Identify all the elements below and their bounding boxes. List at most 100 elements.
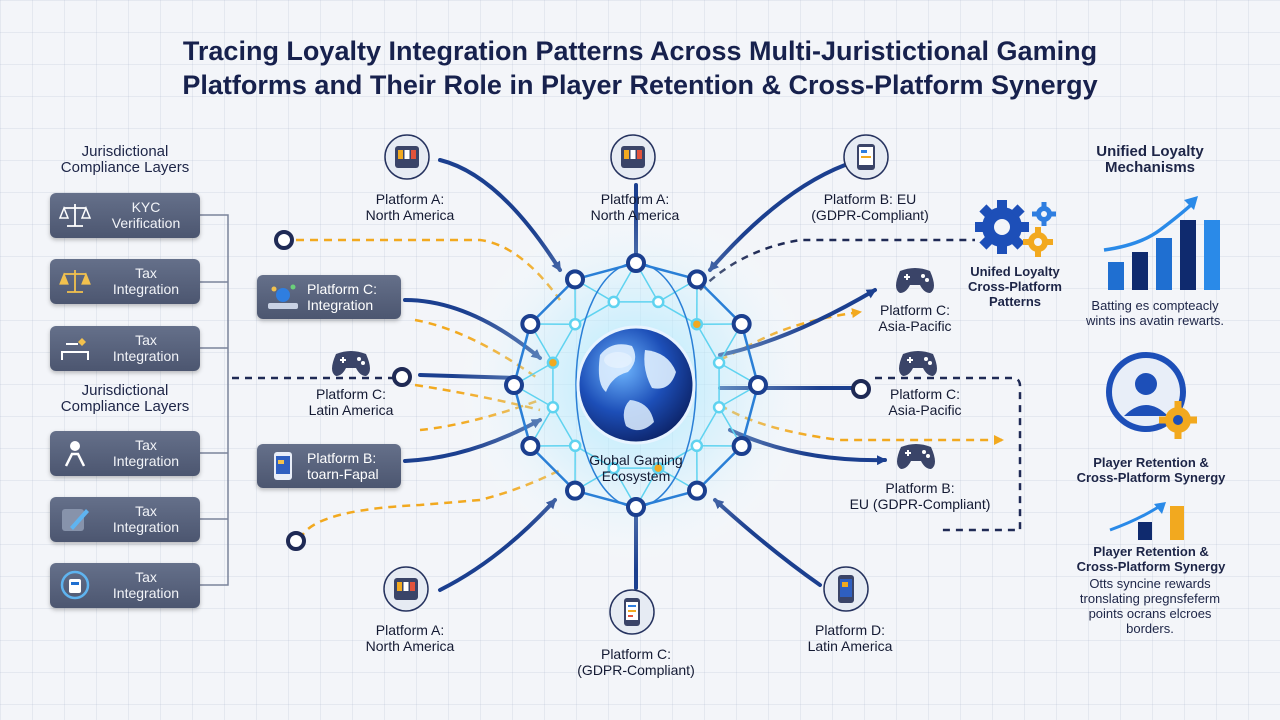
compliance-item-tax-2[interactable]: Tax Integration	[50, 326, 200, 371]
mesh-link	[696, 445, 743, 492]
mesh-node	[687, 269, 707, 290]
mini-chart-icon	[1109, 502, 1184, 540]
platform-d-bottom-right-label: Platform D: Latin America	[807, 622, 893, 654]
endpoint-node	[392, 367, 412, 387]
mesh-link	[740, 384, 760, 447]
gamepad-icon	[892, 261, 938, 301]
mesh-link	[529, 278, 576, 325]
mesh-node-inner	[652, 461, 665, 475]
mesh-network	[504, 253, 768, 517]
retention-label-2: Player Retention & Cross-Platform Synerg…	[1076, 544, 1226, 574]
network-icon	[268, 284, 298, 309]
mesh-node	[731, 436, 752, 456]
compliance-bracket	[200, 214, 229, 586]
platform-b-top-right-label: Platform B: EU (GDPR-Compliant)	[811, 191, 929, 223]
person-icon	[64, 441, 86, 467]
mesh-link	[574, 489, 637, 509]
mesh-node	[731, 314, 752, 334]
mesh-link	[635, 261, 698, 281]
compliance-item-tax-5[interactable]: Tax Integration	[50, 563, 200, 608]
platform-a-top-left-label: Platform A: North America	[365, 191, 455, 223]
mesh-node-inner	[607, 461, 620, 475]
retention-description: Otts syncine rewards tronslating pregnsf…	[1079, 576, 1221, 636]
mesh-node-inner	[607, 295, 620, 309]
mesh-node-inner	[712, 401, 726, 414]
mesh-node-inner	[690, 317, 704, 331]
endpoint-node	[286, 531, 306, 551]
platform-a-bottom-left-label: Platform A: North America	[365, 622, 455, 654]
mesh-node-inner	[546, 401, 560, 414]
ecosystem-label: Global Gaming Ecosystem	[589, 452, 683, 484]
mesh-link	[574, 445, 615, 469]
mesh-link	[740, 323, 760, 386]
compliance-heading-mid: Jurisdictional Compliance Layers	[60, 382, 190, 415]
mesh-link	[657, 301, 698, 325]
mesh-link	[529, 445, 576, 492]
key-icon	[61, 338, 89, 360]
growth-chart-icon	[1103, 196, 1220, 290]
mesh-node	[626, 253, 646, 273]
retention-label-1: Player Retention & Cross-Platform Synerg…	[1076, 455, 1226, 485]
mesh-link	[696, 278, 743, 325]
tablet-icon	[843, 134, 889, 180]
platform-b-box[interactable]: Platform B: toarn-Fapal	[257, 444, 401, 488]
title-line-1: Tracing Loyalty Integration Patterns Acr…	[182, 36, 1098, 66]
phone-icon	[823, 566, 869, 612]
platform-c-asia-upper-label: Platform C: Asia-Pacific	[878, 302, 952, 334]
pen-icon	[62, 509, 89, 531]
mesh-node	[520, 314, 541, 334]
user-settings-icon	[1106, 352, 1197, 439]
id-card-icon	[60, 570, 90, 600]
mesh-node-inner	[546, 356, 560, 369]
mesh-node-inner	[568, 439, 582, 453]
mesh-node	[565, 480, 585, 501]
mesh-link	[574, 261, 637, 281]
compliance-heading-top: Jurisdictional Compliance Layers	[60, 143, 190, 176]
gamepad-icon	[328, 344, 374, 384]
page-title: Tracing Loyalty Integration Patterns Acr…	[0, 34, 1280, 102]
platform-c-bottom-center-label: Platform C: (GDPR-Compliant)	[577, 646, 695, 678]
phone-icon	[609, 589, 655, 635]
gears-icon	[975, 200, 1056, 257]
mesh-node-inner	[652, 295, 665, 309]
mesh-link	[574, 301, 615, 325]
platform-c-latin-label: Platform C: Latin America	[308, 386, 394, 418]
gamepad-icon	[893, 437, 939, 477]
compliance-item-tax-4[interactable]: Tax Integration	[50, 497, 200, 542]
scales-icon	[58, 204, 92, 227]
mesh-link	[696, 406, 720, 447]
mesh-node	[687, 480, 707, 501]
scales-icon	[59, 270, 91, 293]
mesh-link	[696, 323, 720, 364]
unified-patterns-label: Unifed Loyalty Cross-Platform Patterns	[968, 264, 1062, 309]
mesh-node	[504, 375, 524, 395]
mesh-node-inner	[712, 356, 726, 369]
mesh-node	[626, 497, 646, 517]
mesh-link	[552, 323, 576, 364]
mesh-node-inner	[568, 317, 582, 331]
chart-caption: Batting es compteacly wints ins avatin r…	[1086, 298, 1224, 328]
platform-c-asia-mid-label: Platform C: Asia-Pacific	[888, 386, 962, 418]
mesh-link	[635, 489, 698, 509]
gamepad-icon	[895, 344, 941, 384]
mesh-node	[748, 375, 768, 395]
slot-machine-icon	[383, 566, 429, 612]
compliance-item-tax-3[interactable]: Tax Integration	[50, 431, 200, 476]
platform-b-eu-lower-label: Platform B: EU (GDPR-Compliant)	[849, 480, 991, 512]
mesh-link	[657, 445, 698, 469]
title-line-2: Platforms and Their Role in Player Reten…	[182, 70, 1098, 100]
mesh-node-inner	[690, 439, 704, 453]
platform-c-integration-box[interactable]: Platform C: Integration	[257, 275, 401, 319]
mesh-link	[512, 384, 532, 447]
compliance-item-tax-1[interactable]: Tax Integration	[50, 259, 200, 304]
platform-a-top-center-label: Platform A: North America	[590, 191, 680, 223]
unified-loyalty-heading: Unified Loyalty Mechanisms	[1096, 143, 1204, 176]
phone-icon	[274, 452, 292, 480]
mesh-node	[520, 436, 541, 456]
compliance-item-kyc[interactable]: KYC Verification	[50, 193, 200, 238]
mesh-node	[565, 269, 585, 290]
globe-icon	[576, 325, 696, 445]
slot-machine-icon	[384, 134, 430, 180]
